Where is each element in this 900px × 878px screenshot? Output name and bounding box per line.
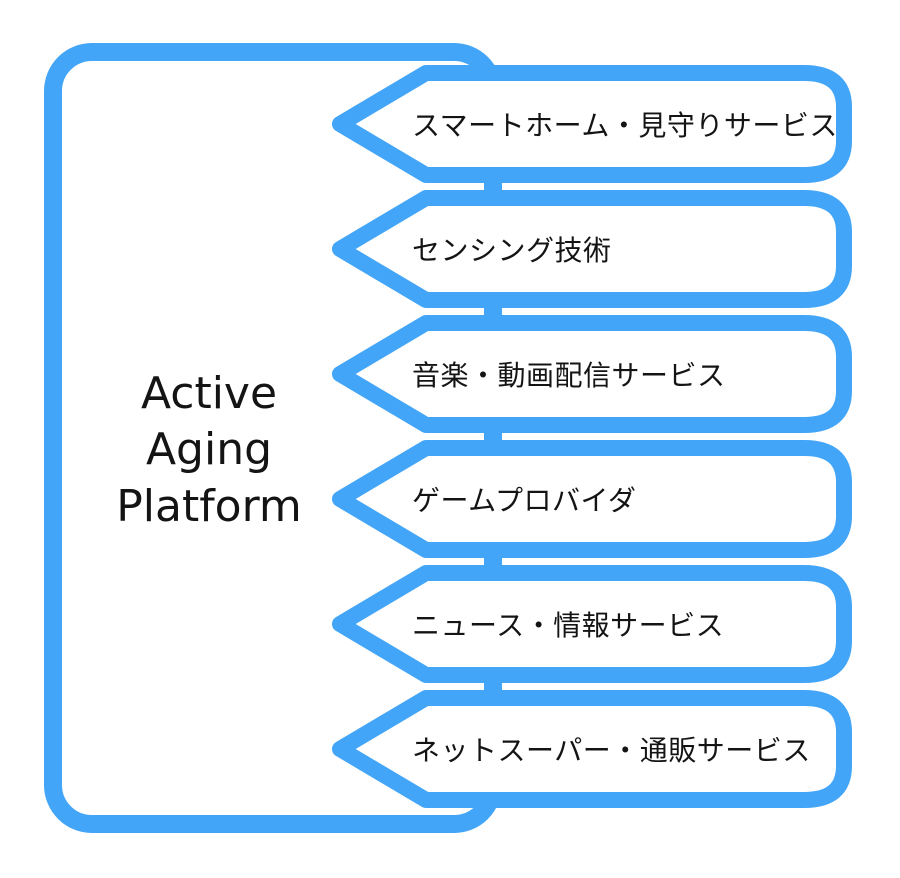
left-arrow-shape xyxy=(332,65,852,183)
service-arrow-game-provider: ゲームプロバイダ xyxy=(330,440,852,558)
service-arrow-sensing: センシング技術 xyxy=(330,190,852,308)
service-arrow-news-info: ニュース・情報サービス xyxy=(330,565,852,683)
left-arrow-shape xyxy=(332,440,852,558)
service-arrow-label: ゲームプロバイダ xyxy=(412,484,637,517)
left-arrow-shape xyxy=(332,315,852,433)
service-arrow-music-video: 音楽・動画配信サービス xyxy=(330,315,852,433)
left-arrow-shape xyxy=(332,190,852,308)
service-arrow-label: ニュース・情報サービス xyxy=(412,609,725,642)
service-arrow-smart-home: スマートホーム・見守りサービス xyxy=(330,65,852,183)
left-arrow-shape xyxy=(332,565,852,683)
service-arrow-label: ネットスーパー・通販サービス xyxy=(412,734,811,767)
service-arrow-online-shopping: ネットスーパー・通販サービス xyxy=(330,690,852,808)
left-arrow-shape xyxy=(332,690,852,808)
service-arrow-label: 音楽・動画配信サービス xyxy=(412,359,726,392)
service-arrow-label: センシング技術 xyxy=(412,234,612,267)
service-arrow-label: スマートホーム・見守りサービス xyxy=(412,109,838,142)
platform-title: Active Aging Platform xyxy=(116,368,302,532)
